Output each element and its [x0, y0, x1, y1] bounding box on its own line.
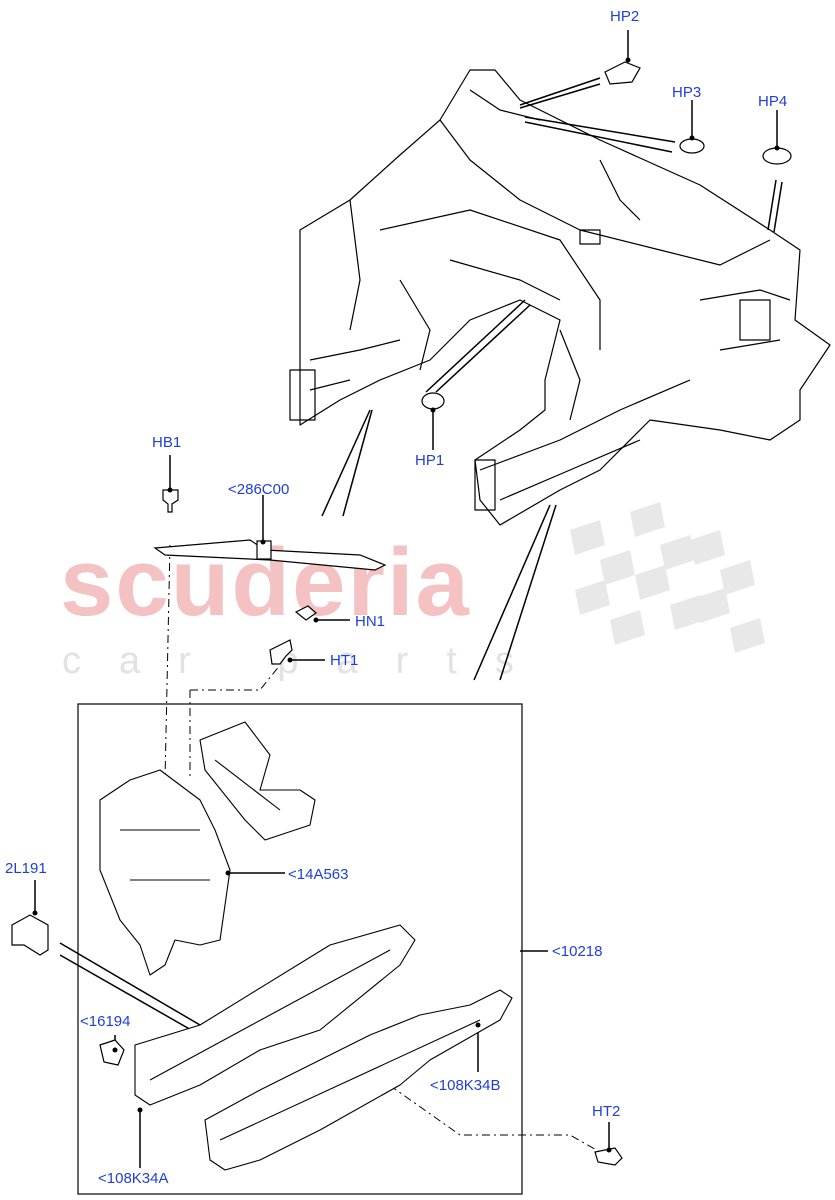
rail-108k34b — [204, 989, 513, 1171]
bolt-ht1 — [269, 639, 293, 665]
rail-108k34a — [134, 924, 416, 1106]
leader-lines — [34, 30, 783, 1168]
callout-10218[interactable]: <10218 — [552, 943, 603, 960]
bolt-hb1 — [162, 489, 179, 513]
callout-hp4[interactable]: HP4 — [758, 93, 788, 110]
bush-16194 — [99, 1039, 125, 1066]
callout-108k34b[interactable]: <108K34B — [430, 1077, 501, 1094]
callout-2l191[interactable]: 2L191 — [5, 860, 47, 877]
callout-hb1[interactable]: HB1 — [152, 434, 182, 451]
callout-hn1[interactable]: HN1 — [355, 613, 386, 630]
callout-hp1[interactable]: HP1 — [415, 452, 445, 469]
upper-panel — [199, 721, 316, 841]
callout-16194[interactable]: <16194 — [80, 1013, 131, 1030]
callout-hp3[interactable]: HP3 — [672, 84, 702, 101]
small-parts — [11, 61, 792, 1166]
callout-286c00[interactable]: <286C00 — [228, 481, 290, 498]
plug-hp1 — [421, 392, 445, 410]
plug-hp2 — [604, 61, 641, 85]
detail-parts — [99, 721, 513, 1171]
callout-dots — [32, 57, 780, 1153]
apron-panel-14a563 — [99, 769, 231, 976]
checkered-flag-watermark — [570, 502, 765, 653]
detail-box — [77, 703, 523, 1195]
bolt-ht2 — [594, 1147, 623, 1166]
callout-ht1[interactable]: HT1 — [330, 652, 359, 669]
callout-14a563[interactable]: <14A563 — [288, 866, 349, 883]
bracket-2l191 — [11, 914, 49, 956]
nut-hn1 — [294, 605, 317, 621]
callout-108k34a[interactable]: <108K34A — [98, 1170, 169, 1187]
plug-hp3 — [679, 138, 705, 154]
callout-ht2[interactable]: HT2 — [592, 1103, 621, 1120]
callout-hp2[interactable]: HP2 — [610, 8, 640, 25]
dashed-leaders — [164, 544, 601, 1153]
front-end-structure — [289, 69, 831, 526]
